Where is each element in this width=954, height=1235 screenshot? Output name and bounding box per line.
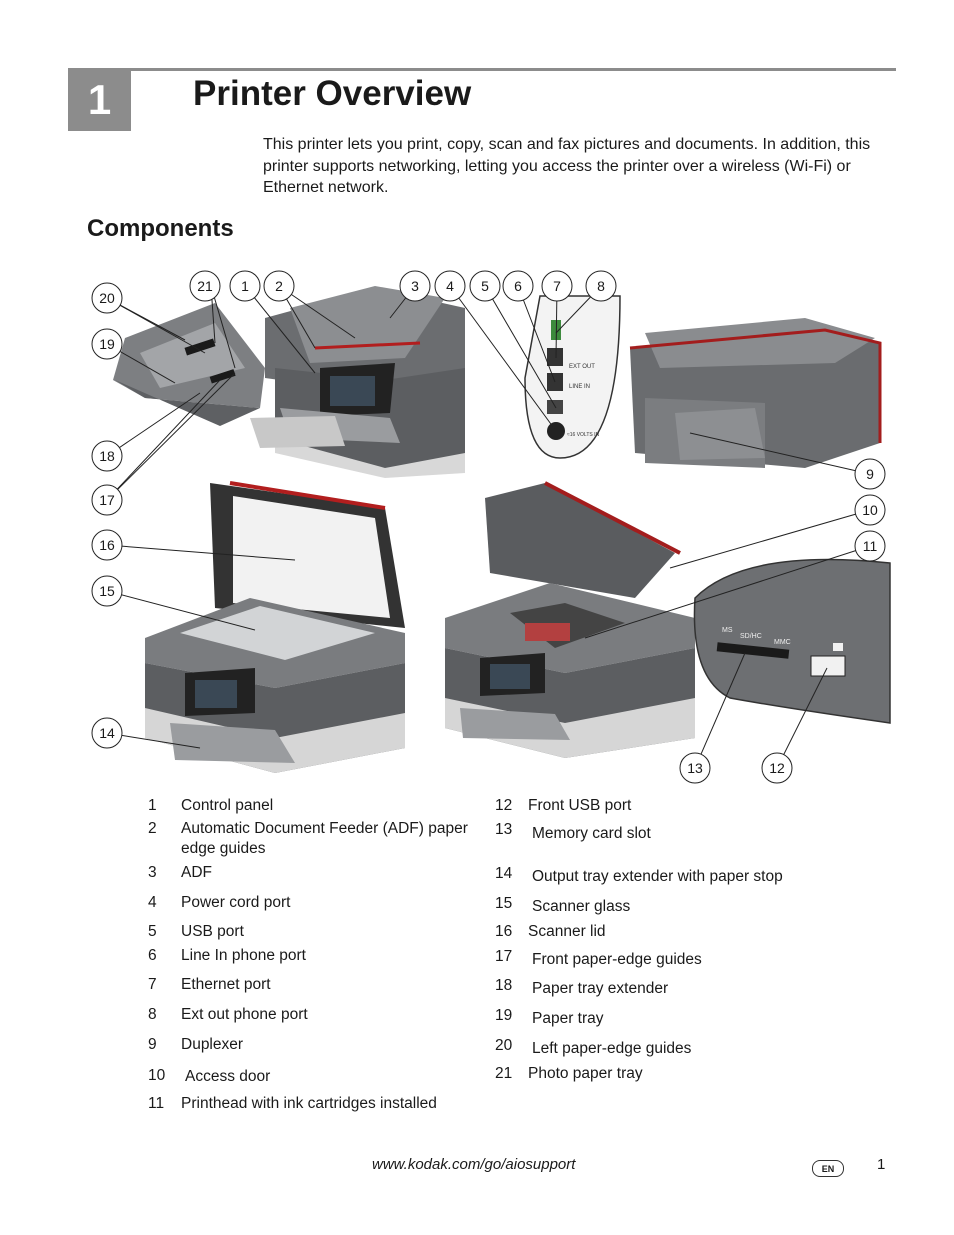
printer-components-figure: EXT OUT LINE IN ≈16 VOLTS IN [91,270,891,784]
callout-10: 10 [854,494,886,526]
ext-out-label: EXT OUT [569,364,595,370]
svg-text:14: 14 [99,725,115,741]
svg-text:9: 9 [866,466,874,482]
callout-21: 21 [189,270,221,302]
intro-paragraph: This printer lets you print, copy, scan … [263,136,871,196]
callout-5: 5 [469,270,501,302]
power-label: ≈16 VOLTS IN [567,432,599,438]
svg-text:18: 18 [99,448,115,464]
printer-printhead-view [445,481,695,758]
svg-text:7: 7 [553,278,561,294]
page-number: 1 [877,1156,886,1173]
callout-3: 3 [399,270,431,302]
photo-tray-inset [113,303,265,426]
svg-text:17: 17 [99,492,115,508]
callout-19: 19 [91,328,123,360]
printer-front-view [250,286,465,478]
leader-lines [106,285,871,769]
slot-label-ms: MS [722,627,733,634]
callout-2: 2 [263,270,295,302]
footer-url: www.kodak.com/go/aiosupport [372,1156,576,1173]
svg-text:19: 19 [99,336,115,352]
svg-text:13: 13 [687,760,703,776]
section-title: Components [87,215,234,242]
page-title: Printer Overview [193,74,472,113]
svg-text:3: 3 [411,278,419,294]
callout-4: 4 [434,270,466,302]
callout-6: 6 [502,270,534,302]
callouts: 21 1 2 3 4 5 6 7 8 20 19 18 17 16 15 14 … [91,270,886,784]
callout-14: 14 [91,717,123,749]
rear-ports-inset: EXT OUT LINE IN ≈16 VOLTS IN [524,295,621,459]
callout-8: 8 [585,270,617,302]
svg-text:20: 20 [99,290,115,306]
memory-card-slot-inset: MS SD/HC MMC [693,558,891,724]
callout-11: 11 [854,530,886,562]
header-rule [68,68,896,71]
language-badge: EN [812,1160,844,1177]
svg-text:1: 1 [241,278,249,294]
callout-9: 9 [854,458,886,490]
svg-text:4: 4 [446,278,454,294]
slot-label-mmc: MMC [774,639,791,646]
callout-7: 7 [541,270,573,302]
slot-label-sdhc: SD/HC [740,633,762,640]
svg-text:11: 11 [863,538,878,554]
line-in-label: LINE IN [569,384,590,390]
printer-open-lid-view [145,481,405,773]
printer-rear-view [629,318,882,468]
callout-18: 18 [91,440,123,472]
callout-16: 16 [91,529,123,561]
svg-text:8: 8 [597,278,605,294]
svg-text:15: 15 [99,583,115,599]
svg-text:2: 2 [275,278,283,294]
svg-text:10: 10 [862,502,878,518]
callout-12: 12 [761,752,793,784]
svg-text:6: 6 [514,278,522,294]
callout-20: 20 [91,282,123,314]
svg-text:12: 12 [769,760,785,776]
chapter-number: 1 [68,68,131,131]
callout-15: 15 [91,575,123,607]
svg-text:16: 16 [99,537,115,553]
callout-17: 17 [91,484,123,516]
callout-13: 13 [679,752,711,784]
svg-text:21: 21 [197,278,213,294]
callout-1: 1 [229,270,261,302]
svg-text:5: 5 [481,278,489,294]
